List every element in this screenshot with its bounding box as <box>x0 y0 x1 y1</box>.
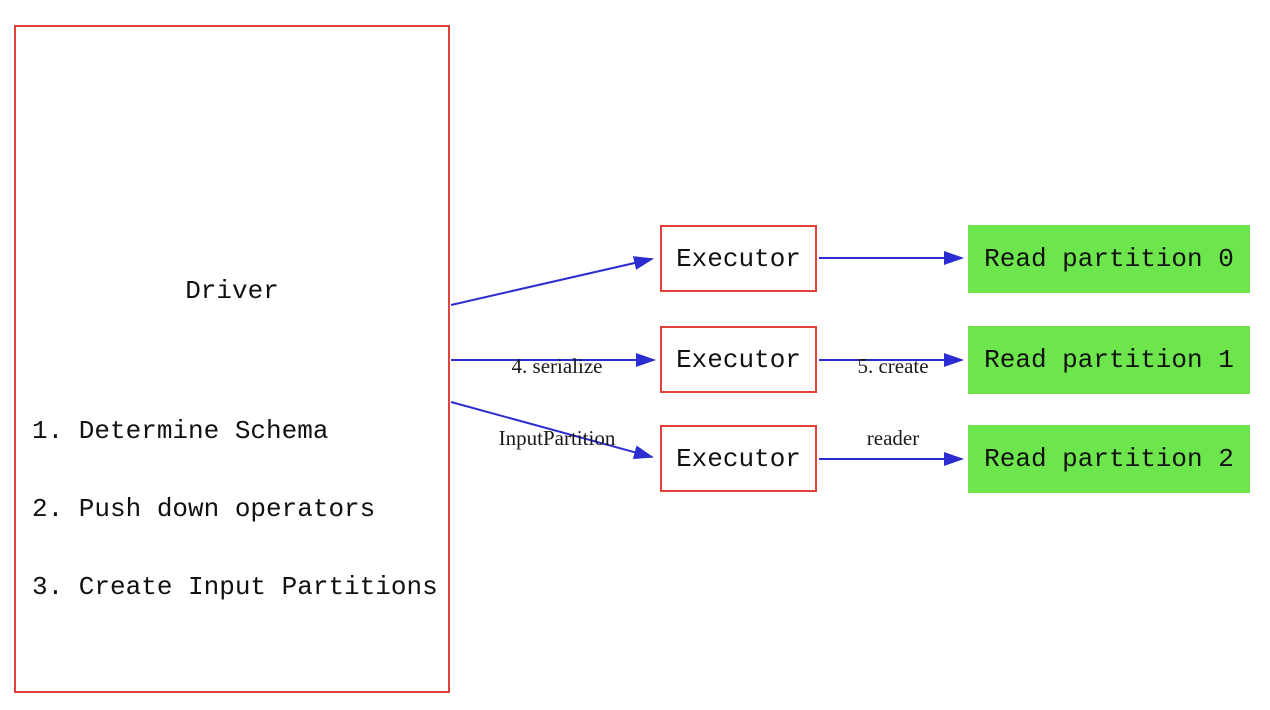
driver-step: 3. Create Input Partitions <box>32 572 438 602</box>
edge-label-serialize-inputpartition: 4. serialize InputPartition <box>447 306 667 498</box>
arrow-driver-to-executor-0 <box>450 256 654 306</box>
executor-label: Executor <box>676 243 801 274</box>
edge-label-line: InputPartition <box>498 426 616 450</box>
executor-box-1: Executor <box>660 326 817 393</box>
executor-label: Executor <box>676 443 801 474</box>
read-partition-box-1: Read partition 1 <box>968 326 1250 394</box>
driver-step: 1. Determine Schema <box>32 416 329 446</box>
executor-box-2: Executor <box>660 425 817 492</box>
read-partition-box-2: Read partition 2 <box>968 425 1250 493</box>
driver-box <box>14 25 450 693</box>
read-partition-label: Read partition 2 <box>984 444 1234 474</box>
read-partition-label: Read partition 0 <box>984 244 1234 274</box>
edge-label-line: 5. create <box>857 354 929 378</box>
edge-label-line: reader <box>866 426 920 450</box>
driver-title: Driver <box>185 276 279 306</box>
read-partition-box-0: Read partition 0 <box>968 225 1250 293</box>
driver-step: 2. Push down operators <box>32 494 376 524</box>
read-partition-label: Read partition 1 <box>984 345 1234 375</box>
edge-label-line: 4. serialize <box>511 354 603 378</box>
driver-steps: 1. Determine Schema 2. Push down operato… <box>32 366 438 652</box>
executor-box-0: Executor <box>660 225 817 292</box>
edge-label-create-reader: 5. create reader <box>783 306 1003 498</box>
executor-label: Executor <box>676 344 801 375</box>
